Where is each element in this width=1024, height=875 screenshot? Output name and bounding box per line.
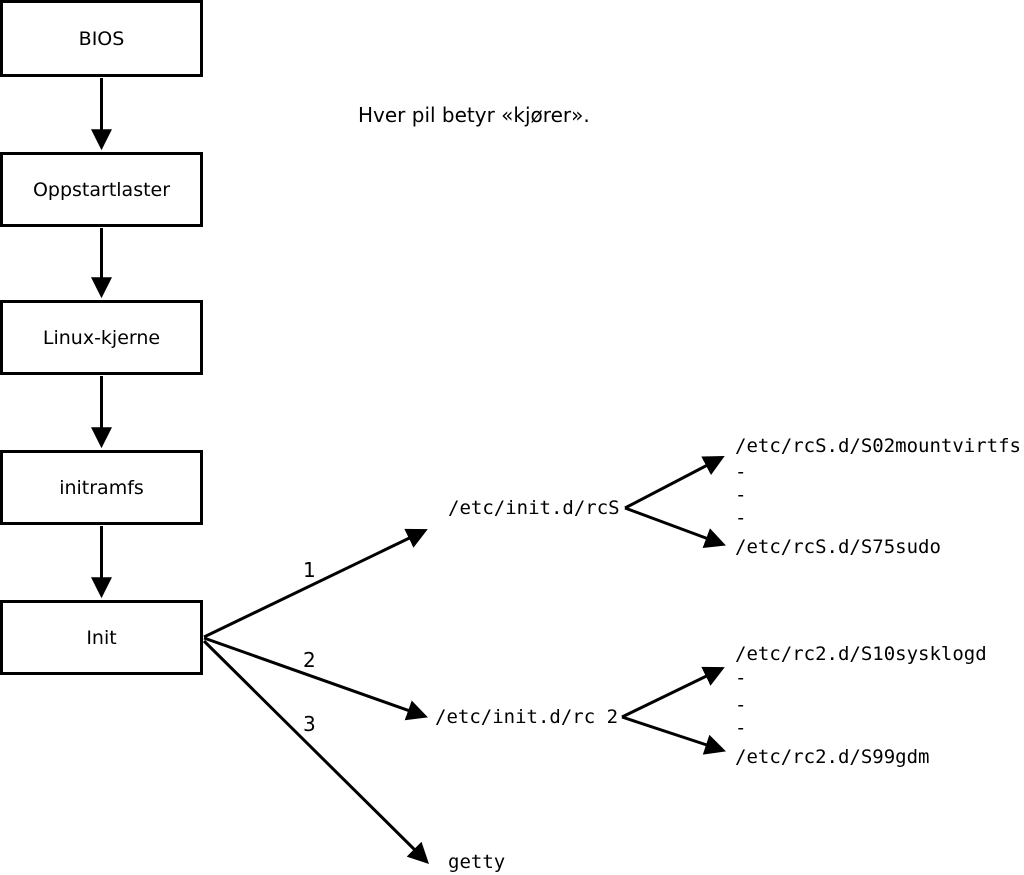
arrow-label-1: 1 <box>303 558 316 582</box>
label-init-d-rc2: /etc/init.d/rc 2 <box>435 706 619 728</box>
box-oppstartlaster: Oppstartlaster <box>0 152 203 227</box>
legend-note: Hver pil betyr «kjører». <box>358 103 590 127</box>
label-rc2-dash-1: - <box>735 667 747 689</box>
label-rc2-s99gdm: /etc/rc2.d/S99gdm <box>735 746 930 768</box>
arrow-rcs-to-s75sudo <box>624 506 726 548</box>
box-bios: BIOS <box>0 0 203 77</box>
box-initramfs-label: initramfs <box>59 476 144 499</box>
arrow-rcs-to-s02mountvirtfs <box>624 456 725 510</box>
label-init-d-rcs: /etc/init.d/rcS <box>448 497 620 519</box>
label-rcs-dash-3: - <box>735 507 747 529</box>
arrow-rc2-to-s10sysklogd <box>621 666 725 719</box>
arrow-init-to-getty <box>202 639 429 864</box>
arrow-init-to-rc2 <box>203 636 428 721</box>
arrow-label-3: 3 <box>303 712 316 736</box>
label-rc2-s10sysklogd: /etc/rc2.d/S10sysklogd <box>735 643 987 665</box>
label-getty: getty <box>448 851 506 873</box>
label-rc2-dash-3: - <box>735 717 747 739</box>
arrow-init-to-rcs <box>203 528 428 639</box>
label-rc2-dash-2: - <box>735 694 747 716</box>
box-init-label: Init <box>86 626 117 649</box>
box-initramfs: initramfs <box>0 450 203 525</box>
box-linux-kjerne: Linux-kjerne <box>0 300 203 375</box>
box-oppstartlaster-label: Oppstartlaster <box>32 178 171 201</box>
box-linux-kjerne-label: Linux-kjerne <box>42 326 161 349</box>
label-rcs-s02mountvirtfs: /etc/rcS.d/S02mountvirtfs <box>735 435 1021 457</box>
box-init: Init <box>0 600 203 675</box>
arrow-rc2-to-s99gdm <box>621 715 726 755</box>
box-bios-label: BIOS <box>78 27 125 50</box>
label-rcs-dash-1: - <box>735 461 747 483</box>
arrow-label-2: 2 <box>303 648 316 672</box>
label-rcs-dash-2: - <box>735 484 747 506</box>
label-rcs-s75sudo: /etc/rcS.d/S75sudo <box>735 536 941 558</box>
